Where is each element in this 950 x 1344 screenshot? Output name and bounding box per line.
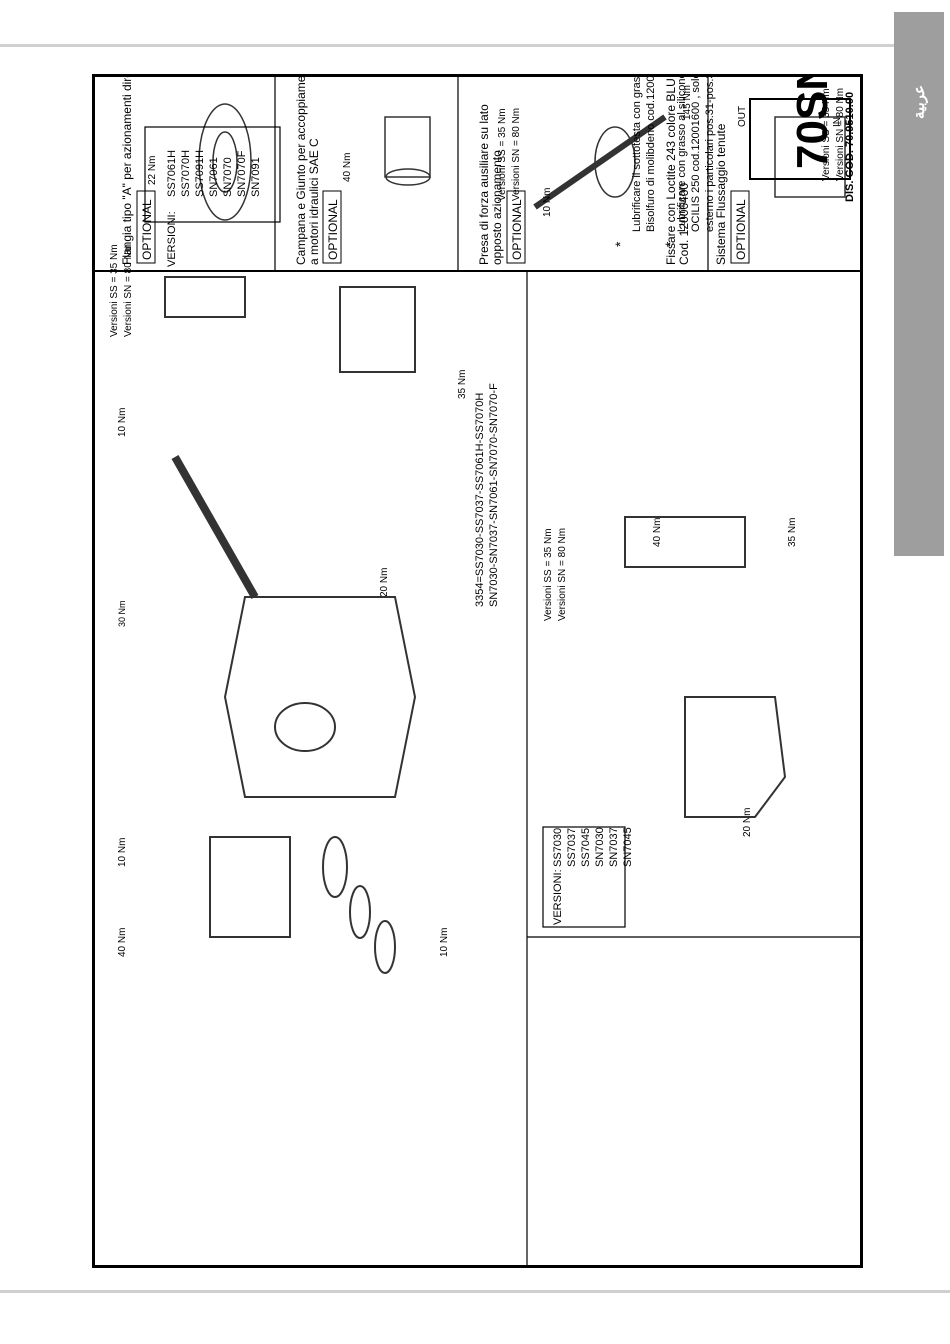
pto-title-1: Presa di forza ausiliare su lato bbox=[477, 104, 491, 265]
versioni-sn-lower2: Versioni SN = 80 Nm bbox=[835, 88, 846, 181]
flange-title: Flangia tipo "A" per azionamenti diretti bbox=[120, 77, 134, 265]
optional-tag: OPTIONAL bbox=[326, 199, 340, 260]
footer-rule bbox=[0, 1290, 950, 1293]
language-tab-label: عربية bbox=[911, 85, 928, 119]
versions-lower-3: SS7045 bbox=[580, 828, 592, 867]
flush-title: Sistema Flussaggio tenute bbox=[714, 123, 728, 265]
exploded-drawing-sheet: Flangia tipo "A" per azionamenti diretti… bbox=[92, 9, 863, 1268]
in-label: IN bbox=[832, 117, 843, 127]
language-tab[interactable]: عربية bbox=[894, 12, 944, 556]
lube-note-2: Bisolfuro di molibdeno cod.12001500 bbox=[645, 77, 657, 232]
optional-panel-pto: Presa di forza ausiliare su lato opposto… bbox=[477, 78, 693, 265]
versioni-ss-lower: Versioni SS = 35 Nm bbox=[543, 528, 554, 621]
bell-title-2: a motori idraulici SAE C bbox=[307, 138, 321, 265]
model-number: 70SN bbox=[788, 77, 837, 169]
bell-title-1: Campana e Giunto per accoppiamenti bbox=[294, 77, 308, 265]
lube-note-1: Lubrificare il sottotesta con grasso tip… bbox=[631, 77, 643, 232]
versions-main-4: SN7061 bbox=[208, 157, 220, 197]
optional-panel-bell: Campana e Giunto per accoppiamenti a mot… bbox=[294, 63, 431, 265]
versioni-sn-lower: Versioni SN = 80 Nm bbox=[557, 528, 568, 621]
drawing-code: DIS. COD. 70.9510.00 bbox=[844, 92, 856, 202]
versions-lower-4: SN7030 bbox=[594, 827, 606, 867]
optional-tag: OPTIONAL bbox=[510, 199, 524, 260]
versions-main-5: SN7070 bbox=[222, 157, 234, 197]
versions-main-0: VERSIONI: bbox=[166, 211, 178, 267]
torque-35nm-lower: 35 Nm bbox=[787, 518, 798, 547]
drawing-canvas: Flangia tipo "A" per azionamenti diretti… bbox=[95, 9, 860, 1265]
lube-note-star-1: * bbox=[612, 241, 628, 247]
versions-lower-2: SS7037 bbox=[566, 828, 578, 867]
optional-tag: OPTIONAL bbox=[140, 199, 154, 260]
versions-lower-0: VERSIONI: bbox=[552, 869, 564, 925]
versioni-ss-right: Versioni SS = 35 Nm bbox=[497, 108, 508, 201]
lube-note-5: esterno i particolari pos.31-pos.33 bbox=[704, 77, 716, 232]
versions-main-2: SS7070H bbox=[180, 150, 192, 197]
lube-note-4: OCILIS 250 cod.12001600 , solo sul diame… bbox=[690, 77, 702, 232]
torque-145nm: 145 Nm bbox=[682, 85, 693, 120]
pto-title-2: opposto azionamento bbox=[490, 150, 504, 265]
torque-20nm: 20 Nm bbox=[379, 568, 390, 597]
torque-30nm: 30 Nm bbox=[117, 600, 127, 627]
versions-lower-1: SS7030 bbox=[552, 828, 564, 867]
torque-22nm: 22 Nm bbox=[147, 156, 158, 185]
versions-main-1: SS7061H bbox=[166, 150, 178, 197]
torque-10nm-pto: 10 Nm bbox=[542, 188, 553, 217]
lube-note-star-2: * bbox=[662, 241, 678, 247]
torque-10nm-c: 10 Nm bbox=[439, 928, 450, 957]
torque-10nm-a: 10 Nm bbox=[117, 838, 128, 867]
loctite-note-1: Fissare con Loctite 243 colore BLU bbox=[664, 78, 678, 265]
lube-note-3: Lubrificare con grasso al silicone bbox=[676, 77, 688, 232]
torque-40nm-lower: 40 Nm bbox=[652, 518, 663, 547]
torque-40nm-bell: 40 Nm bbox=[342, 153, 353, 182]
versioni-ss-main: Versioni SS = 35 Nm bbox=[109, 244, 120, 337]
versions-lower-5: SN7037 bbox=[608, 827, 620, 867]
torque-35nm: 35 Nm bbox=[457, 370, 468, 399]
versions-main-7: SN7091 bbox=[250, 157, 262, 197]
optional-panel-flange: Flangia tipo "A" per azionamenti diretti… bbox=[120, 62, 252, 265]
main-exploded-view: 40 Nm 10 Nm 10 Nm 30 Nm 10 Nm 20 Nm 35 N… bbox=[109, 108, 522, 974]
out-label: OUT bbox=[737, 106, 748, 127]
versioni-sn-main: Versioni SN = 80 Nm bbox=[123, 244, 134, 337]
versions-lower-6: SN7045 bbox=[622, 827, 634, 867]
series-line-2: SN7030-SN7037-SN7061-SN7070-SN7070-F bbox=[488, 383, 500, 607]
versioni-sn-right: Versioni SN = 80 Nm bbox=[511, 108, 522, 201]
versioni-ss-lower2: Versioni SS = 35 Nm bbox=[821, 88, 832, 181]
series-line-1: 3354=SS7030-SS7037-SS7061H-SS7070H bbox=[474, 393, 486, 607]
torque-20nm-lower: 20 Nm bbox=[742, 808, 753, 837]
torque-40nm: 40 Nm bbox=[117, 928, 128, 957]
lower-exploded-view: VERSIONI: SS7030 SS7037 SS7045 SN7030 SN… bbox=[542, 88, 846, 928]
torque-10nm-b: 10 Nm bbox=[117, 408, 128, 437]
optional-tag: OPTIONAL bbox=[734, 199, 748, 260]
versions-main-3: SS7091H bbox=[194, 150, 206, 197]
header-rule bbox=[0, 44, 894, 47]
versions-main-6: SN7070F bbox=[236, 150, 248, 197]
loctite-note-2: Cod. 12006400 bbox=[677, 183, 691, 265]
optional-panel-flush: Sistema Flussaggio tenute OPTIONAL OUT I… bbox=[714, 106, 846, 265]
